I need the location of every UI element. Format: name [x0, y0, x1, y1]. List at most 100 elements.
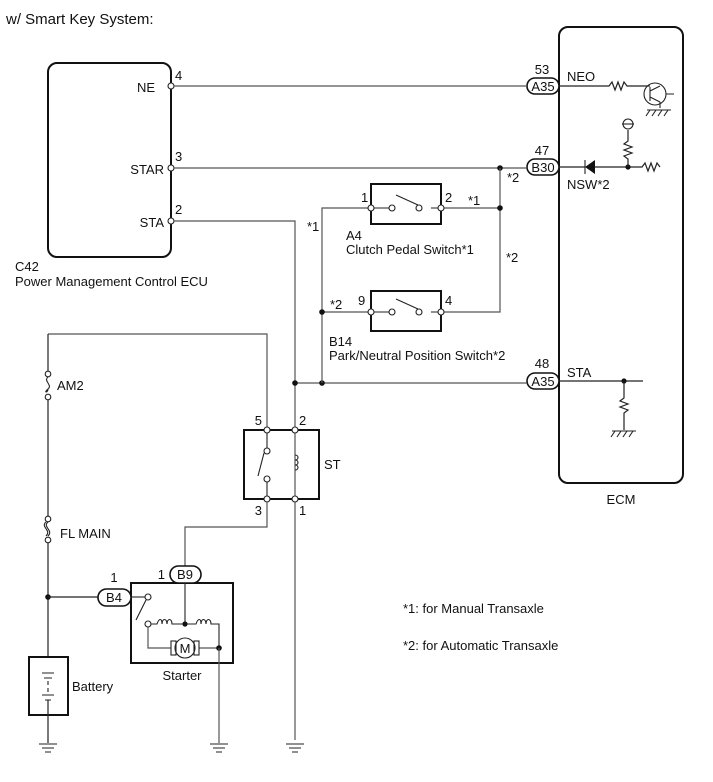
pin-9 — [367, 308, 375, 316]
legend-note-1: *1: for Manual Transaxle — [403, 601, 544, 616]
clutch-switch-name: Clutch Pedal Switch*1 — [346, 242, 474, 257]
contact — [415, 204, 423, 212]
st-relay-box — [243, 429, 320, 500]
wire-relay-to-b9 — [184, 502, 268, 566]
starter-motor-leads — [147, 627, 219, 649]
junction-dot — [319, 309, 325, 315]
relay-pin-3 — [263, 495, 271, 503]
connector-b9-label: B9 — [177, 567, 193, 582]
clutch-switch-code: A4 — [346, 228, 362, 243]
fuse-terminal — [44, 536, 52, 544]
pmc-ecu-name: Power Management Control ECU — [15, 274, 208, 289]
battery-icon — [42, 672, 54, 701]
nsw-pullup-resistor — [622, 130, 634, 167]
wire-note-clutch: *1 — [468, 193, 480, 208]
relay-pin-3-label: 3 — [255, 503, 262, 518]
ground-lines — [39, 743, 57, 753]
pin-2 — [437, 204, 445, 212]
contact — [415, 308, 423, 316]
ground-icon — [645, 109, 671, 117]
relay-pin-2 — [291, 426, 299, 434]
connector-b9-pin: 1 — [158, 567, 165, 582]
pmc-ecu-box — [47, 62, 172, 258]
motor-brush — [170, 640, 177, 656]
diode-icon — [585, 160, 595, 174]
connector-a35-label: A35 — [531, 79, 554, 94]
st-relay: 5 2 3 1 ST — [243, 413, 341, 518]
diagram-title: w/ Smart Key System: — [5, 11, 154, 28]
pn-switch-code: B14 — [329, 334, 352, 349]
ground-lines — [210, 743, 228, 753]
pn-switch-box — [370, 290, 442, 332]
junction-dot — [292, 380, 298, 386]
wire-sta-to-relay — [174, 220, 296, 740]
battery-label: Battery — [72, 679, 114, 694]
pin-star — [167, 164, 175, 172]
pin-number-2: 2 — [175, 202, 182, 217]
pn-pin-4: 4 — [445, 293, 452, 308]
pn-pin-9: 9 — [358, 293, 365, 308]
fuse-terminal — [44, 515, 52, 523]
fuse-am2-label: AM2 — [57, 378, 84, 393]
pin-label-sta: STA — [140, 215, 165, 230]
contact — [388, 204, 396, 212]
nsw-resistor-h — [595, 161, 661, 173]
fuse-fl-main: FL MAIN — [43, 515, 111, 544]
fuse-terminal — [44, 393, 52, 401]
pin-label-ne: NE — [137, 80, 155, 95]
relay-pin-5 — [263, 426, 271, 434]
pin-sta — [167, 217, 175, 225]
switch-icon — [395, 298, 419, 310]
ground-lines — [286, 743, 304, 753]
ecm-pin-53: 53 — [535, 62, 549, 77]
relay-pin-5-label: 5 — [255, 413, 262, 428]
ecm-label: ECM — [607, 492, 636, 507]
battery: Battery — [28, 656, 114, 743]
connector-b4-pin: 1 — [110, 570, 117, 585]
relay-pin-2-label: 2 — [299, 413, 306, 428]
wire-am2-to-relay — [48, 333, 268, 430]
motor-icon — [174, 637, 196, 659]
relay-pin-1 — [291, 495, 299, 503]
contact — [388, 308, 396, 316]
ecm-pin-48: 48 — [535, 356, 549, 371]
ecm-box — [558, 26, 684, 484]
starter-label: Starter — [162, 668, 202, 683]
pin-4 — [437, 308, 445, 316]
ground-icon — [210, 743, 228, 753]
park-neutral-switch: 9 4 B14 Park/Neutral Position Switch*2 — [329, 290, 505, 363]
relay-pin-1-label: 1 — [299, 503, 306, 518]
starter-coils — [151, 618, 220, 651]
junction-dot — [497, 205, 503, 211]
connector-b30-label: B30 — [531, 160, 554, 175]
fuse-am2: AM2 — [44, 370, 84, 401]
fuse-fl-main-label: FL MAIN — [60, 526, 111, 541]
connector-b4-label: B4 — [106, 590, 122, 605]
wire-clutch-in — [321, 207, 371, 383]
starter-contact — [144, 593, 152, 601]
transistor-icon — [643, 82, 667, 106]
pin-1 — [367, 204, 375, 212]
relay-coil-icon — [294, 454, 299, 471]
sta-pulldown-resistor — [618, 381, 630, 430]
ground-icon — [39, 743, 57, 753]
pin-number-4: 4 — [175, 68, 182, 83]
ground-icon — [610, 430, 636, 438]
relay-switch-icon — [257, 452, 265, 477]
relay-contact — [263, 475, 271, 483]
ecm-pin-47: 47 — [535, 143, 549, 158]
pmc-ecu-code: C42 — [15, 259, 39, 274]
wire-to-pn-switch — [441, 168, 501, 313]
clutch-pin-1: 1 — [361, 190, 368, 205]
fuse-terminal — [44, 370, 52, 378]
pin-label-star: STAR — [130, 162, 164, 177]
relay-contact — [263, 447, 271, 455]
wire-note-pn: *2 — [506, 250, 518, 265]
pin-number-3: 3 — [175, 149, 182, 164]
wire-note-star: *2 — [507, 170, 519, 185]
motor-brush — [193, 640, 200, 656]
st-relay-label: ST — [324, 457, 341, 472]
signal-sta: STA — [567, 365, 592, 380]
starter-contact — [144, 620, 152, 628]
pin-ne — [167, 82, 175, 90]
